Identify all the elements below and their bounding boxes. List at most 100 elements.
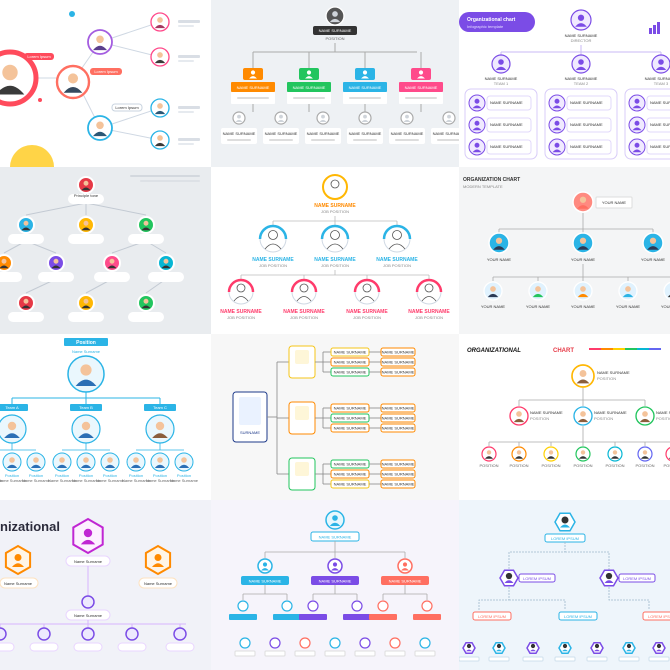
group-frame bbox=[464, 88, 538, 160]
person-icon bbox=[577, 237, 589, 250]
node-title: Name Surname bbox=[4, 581, 33, 586]
team-label: Team C bbox=[153, 405, 167, 410]
node-title: NAME SURNAME bbox=[570, 122, 603, 127]
node-role: TEAM 1 bbox=[494, 81, 509, 86]
card-box bbox=[294, 650, 316, 657]
person-icon bbox=[655, 59, 667, 70]
person-icon bbox=[632, 98, 642, 109]
card-box bbox=[354, 650, 376, 657]
node-title: NAME SURNAME bbox=[391, 131, 424, 136]
node-role: Position bbox=[29, 473, 43, 478]
person-icon bbox=[154, 135, 166, 147]
group-frame bbox=[544, 88, 618, 160]
card-box bbox=[413, 614, 441, 620]
node-title: Name Surname bbox=[74, 559, 103, 564]
text-placeholder bbox=[353, 139, 377, 141]
node-role: JOB POSITION bbox=[259, 263, 287, 268]
avatar-circle bbox=[359, 637, 371, 649]
text-placeholder bbox=[178, 143, 194, 145]
avatar-frame bbox=[295, 406, 309, 420]
node-role: POSITION bbox=[325, 36, 344, 41]
label-pill bbox=[144, 404, 176, 411]
card-box bbox=[380, 459, 416, 469]
card-box bbox=[566, 139, 612, 155]
node-role: POSITION bbox=[635, 463, 654, 468]
card-box bbox=[380, 403, 416, 413]
text-placeholder bbox=[269, 139, 293, 141]
avatar-circle bbox=[329, 637, 341, 649]
chart-title: Organizational chart bbox=[467, 17, 516, 23]
person-icon bbox=[161, 258, 171, 269]
node-title: NAME SURNAME bbox=[594, 410, 627, 415]
person-icon bbox=[532, 286, 544, 298]
text-placeholder bbox=[178, 111, 194, 113]
node-title: NAME SURNAME bbox=[319, 28, 352, 33]
avatar-circle bbox=[125, 627, 139, 641]
person-icon bbox=[81, 180, 91, 191]
node-title: NAME SURNAME bbox=[314, 257, 356, 263]
person-icon bbox=[21, 298, 31, 309]
connector-line bbox=[25, 202, 87, 216]
node-role: POSITION bbox=[509, 463, 528, 468]
node-title: Name Surname bbox=[0, 478, 27, 483]
person-icon bbox=[75, 364, 97, 386]
node-title: NAME SURNAME bbox=[565, 76, 598, 81]
text-placeholder bbox=[178, 60, 194, 62]
node-role: Position bbox=[177, 473, 191, 478]
card-box bbox=[554, 656, 576, 662]
person-icon bbox=[639, 411, 651, 423]
card-box bbox=[486, 117, 532, 133]
node-title: NAME SURNAME bbox=[223, 131, 256, 136]
card-box bbox=[646, 95, 670, 111]
person-icon bbox=[417, 70, 425, 79]
node-title: YOUR NAME bbox=[571, 304, 596, 309]
node-title: NAME SURNAME bbox=[405, 85, 438, 90]
node-role: Position bbox=[5, 473, 19, 478]
node-title: Name Surname bbox=[0, 478, 3, 483]
card-box bbox=[148, 272, 184, 282]
person-icon bbox=[514, 450, 524, 459]
text-placeholder bbox=[227, 139, 251, 141]
node-title: NAME SURNAME bbox=[433, 131, 459, 136]
rainbow-bar bbox=[613, 348, 625, 350]
card-box bbox=[566, 95, 612, 111]
card-box bbox=[165, 642, 195, 652]
node-title: NAME SURNAME bbox=[319, 535, 352, 540]
node-title: YOUR NAME bbox=[616, 304, 641, 309]
person-icon bbox=[552, 142, 562, 153]
person-icon bbox=[622, 286, 634, 298]
node-title: NAME SURNAME bbox=[650, 144, 670, 149]
card-box bbox=[264, 650, 286, 657]
card-box bbox=[0, 577, 39, 589]
card-box bbox=[486, 95, 532, 111]
node-title: NAME SURNAME bbox=[237, 85, 270, 90]
node-title: LOREM IPSUM bbox=[564, 614, 592, 619]
node-role: POSITION bbox=[541, 463, 560, 468]
person-icon bbox=[577, 286, 589, 298]
avatar-circle bbox=[0, 627, 7, 641]
card-box bbox=[287, 82, 331, 92]
person-icon bbox=[104, 457, 116, 468]
node-title: NAME SURNAME bbox=[334, 416, 367, 421]
person-icon bbox=[130, 457, 142, 468]
person-icon bbox=[56, 457, 68, 468]
person-icon bbox=[305, 70, 313, 79]
card-box bbox=[324, 650, 346, 657]
card-box bbox=[488, 656, 510, 662]
rainbow-bar bbox=[649, 348, 661, 350]
person-icon bbox=[484, 450, 494, 459]
node-role: JOB POSITION bbox=[383, 263, 411, 268]
node-title: LOREM IPSUM bbox=[478, 614, 506, 619]
person-icon bbox=[277, 114, 285, 123]
card-box bbox=[381, 576, 429, 585]
person-icon bbox=[472, 98, 482, 109]
node-role: JOB POSITION bbox=[227, 315, 255, 320]
node-title: NAME SURNAME bbox=[656, 410, 670, 415]
node-label: Lorem Ipsum bbox=[115, 105, 139, 110]
person-icon bbox=[610, 450, 620, 459]
